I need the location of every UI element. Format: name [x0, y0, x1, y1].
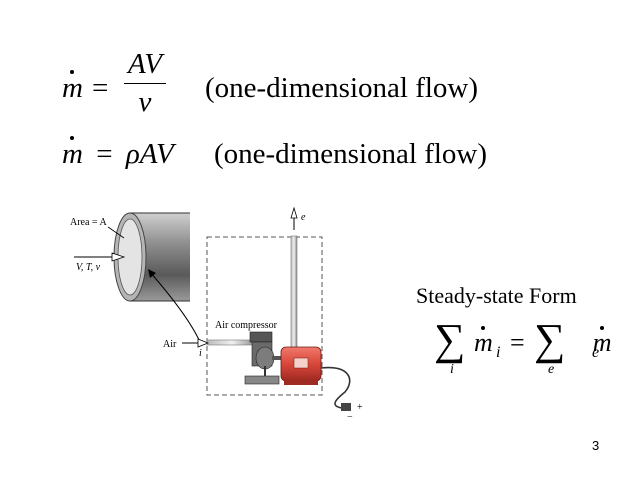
rho-symbol: ρ [125, 138, 140, 170]
equals-sign-2: = [96, 138, 113, 170]
power-plug [341, 403, 351, 411]
motor-foot [284, 380, 318, 385]
state-label: V, T, v [76, 262, 101, 273]
fraction: AV v [124, 48, 166, 119]
sum-index-e: e [548, 362, 555, 377]
m-dot-symbol: m [62, 72, 83, 104]
exit-pipe [290, 235, 298, 359]
inlet-arrow-head [197, 338, 210, 348]
compressor-flywheel [255, 346, 275, 370]
area-leader-line [107, 226, 125, 239]
motor-shaft [272, 356, 282, 360]
sum-index-i: i [450, 362, 454, 377]
inlet-pipe [206, 339, 258, 346]
control-volume-boundary [206, 236, 323, 396]
slide-number: 3 [592, 438, 600, 453]
curved-arrow-head [148, 269, 156, 278]
compressor-label: Air compressor [215, 320, 278, 331]
steady-state-equation: ∑ m i = ∑ m e i e [430, 315, 612, 378]
motor-plate [293, 357, 309, 369]
equation2-note: (one-dimensional flow) [214, 138, 488, 170]
denominator: v [138, 86, 152, 118]
minus-label: − [347, 412, 353, 423]
av-symbol: AV [139, 138, 174, 170]
equation-mass-flow-volume: m = AV v [62, 48, 166, 128]
summation-symbol-inlet: ∑ [434, 315, 466, 364]
area-label: Area = A [70, 217, 108, 228]
fraction-bar [124, 83, 166, 84]
air-label-inlet: Air [163, 339, 177, 350]
power-cord [320, 366, 351, 409]
m-dot-exit: m [592, 328, 612, 357]
m-dot-symbol-2: m [62, 138, 83, 170]
m-dot-inlet: m [474, 328, 493, 357]
plus-label: + [357, 402, 363, 413]
equation-mass-flow-density: m = ρAV [62, 138, 174, 171]
compressor-base [244, 375, 280, 385]
exit-label: e [301, 212, 306, 223]
subscript-i: i [496, 344, 501, 361]
steady-state-title: Steady-state Form [416, 283, 577, 308]
summation-symbol-exit: ∑ [534, 315, 566, 364]
pipe-compressor-figure: Area = A V, T, v e Air i Air compressor … [70, 206, 363, 423]
compressor-head [249, 331, 273, 343]
inlet-label: i [199, 348, 202, 359]
equals-sign: = [92, 72, 109, 104]
exit-arrow-head [290, 206, 298, 219]
equation1-note: (one-dimensional flow) [205, 72, 479, 104]
equals-steady: = [510, 328, 525, 357]
curved-arrow [149, 271, 201, 343]
subscript-e: e [592, 344, 600, 361]
numerator: AV [128, 48, 162, 80]
air-arrow-head [111, 252, 126, 262]
